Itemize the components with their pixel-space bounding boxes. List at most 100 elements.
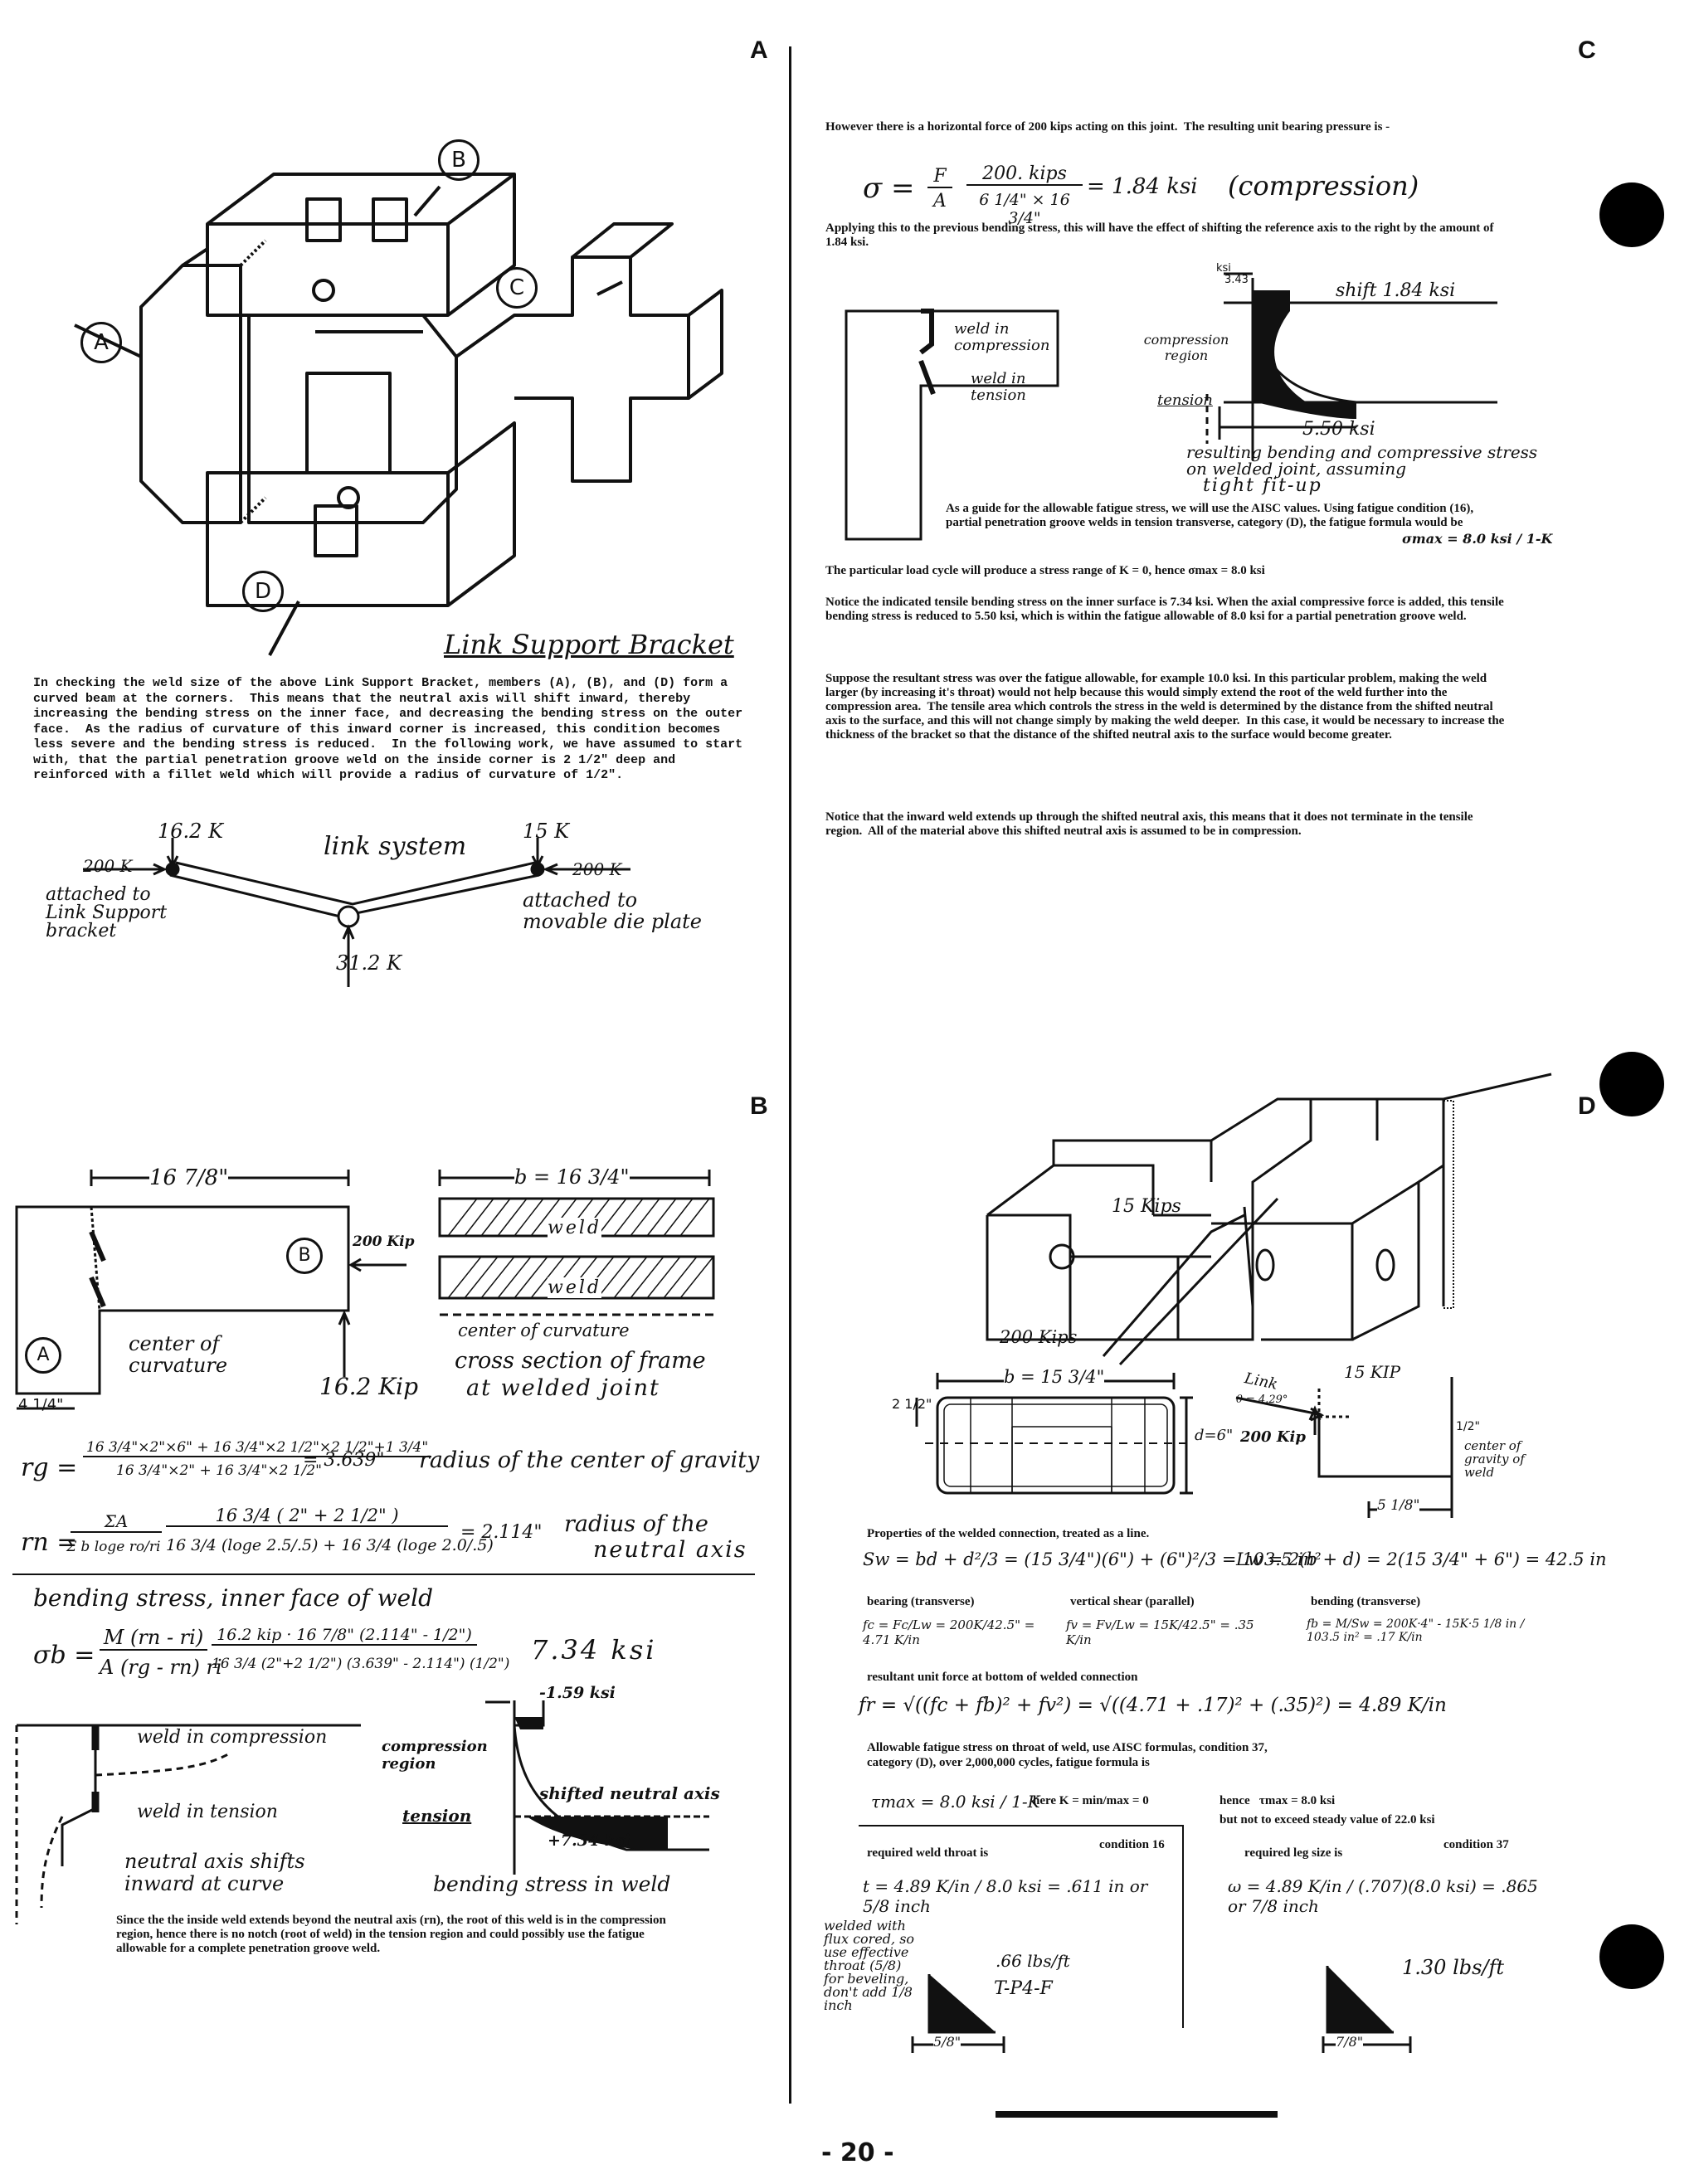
d-fr-equation: fr = √((fc + fb)² + fv²) = √((4.71 + .17… — [859, 1695, 1447, 1716]
weld-compression-label: weld in compression — [137, 1727, 328, 1748]
resulting-stress-2: on welded joint, assuming — [1186, 459, 1407, 479]
member-b-callout: B — [286, 1238, 323, 1274]
callout-b: B — [438, 139, 480, 181]
d-allowable-2: category (D), over 2,000,000 cycles, fat… — [867, 1756, 1150, 1769]
d-b-dim: b = 15 3/4" — [1004, 1367, 1105, 1387]
eq-kips-top: 200. kips — [966, 163, 1083, 186]
link-right-horizontal: 200 K — [572, 859, 622, 879]
bracket-caption: Link Support Bracket — [444, 629, 734, 660]
d-66-lbs: .66 lbs/ft — [996, 1951, 1070, 1971]
shift-label: shift 1.84 ksi — [1336, 280, 1456, 301]
link-right-note: attached to movable die plate — [523, 888, 703, 933]
eq-sb-frac2-top: 16.2 kip · 16 7/8" (2.114" - 1/2") — [212, 1626, 477, 1646]
eq-kips-bot: 6 1/4" × 16 3/4" — [979, 191, 1070, 227]
eq-rn-frac1-top: ΣA — [71, 1511, 162, 1533]
d-not-exceed: but not to exceed steady value of 22.0 k… — [1219, 1813, 1435, 1826]
center-of-curvature-section: center of curvature — [458, 1321, 630, 1340]
d-f-bending: fb = M/Sw = 200K·4" - 15K·5 1/8 in / 103… — [1307, 1617, 1525, 1644]
stress-top-value: -1.59 ksi — [539, 1684, 616, 1702]
bottom-rule — [996, 2111, 1278, 2118]
tension-label: tension — [402, 1806, 472, 1826]
section-a-paragraph: In checking the weld size of the above L… — [33, 676, 751, 782]
link-left-horizontal: 200 K — [83, 856, 133, 876]
force-200-kip: 200 Kip — [353, 1233, 415, 1250]
d-tmax: τmax = 8.0 ksi / 1-K — [871, 1792, 1040, 1812]
link-left-note: attached to Link Support bracket — [46, 884, 168, 941]
d-lw-equation: Lw = 2(b + d) = 2(15 3/4" + 6") = 42.5 i… — [1236, 1549, 1607, 1569]
weld-tension-label: weld in tension — [137, 1802, 278, 1822]
c-weld-compression: weld in compression — [954, 320, 1050, 354]
eq-rg-note: radius of the center of gravity — [419, 1447, 760, 1473]
d-heading-shear: vertical shear (parallel) — [1070, 1595, 1195, 1608]
section-c-para-7: Notice that the inward weld extends up t… — [825, 810, 1477, 838]
link-right-force: 15 K — [523, 820, 570, 843]
eq-bearing-result: = 1.84 ksi — [1087, 174, 1198, 199]
eq-rn-result: = 2.114" — [460, 1522, 543, 1543]
section-c-stress-diagram — [845, 272, 1497, 541]
resulting-stress-3: tight fit-up — [1203, 475, 1322, 496]
d-welded-note: welded with flux cored, so use effective… — [824, 1918, 915, 2013]
d-130-lbs: 1.30 lbs/ft — [1402, 1956, 1505, 1979]
eq-rn-frac2-top: 16 3/4 ( 2" + 2 1/2" ) — [166, 1505, 448, 1527]
eq-sb-result: 7.34 ksi — [531, 1634, 657, 1666]
c-550-ksi: 5.50 ksi — [1302, 419, 1375, 440]
punch-hole-1 — [1599, 182, 1664, 247]
d-d-dim: d=6" — [1195, 1427, 1234, 1444]
section-c-para-3: As a guide for the allowable fatigue str… — [946, 502, 1477, 529]
neutral-axis-shift-1: neutral axis shifts — [124, 1850, 305, 1873]
d-box-divider — [1182, 1825, 1184, 2028]
d-condition-16: condition 16 — [1099, 1838, 1165, 1851]
section-c-para-2: Applying this to the previous bending st… — [825, 221, 1497, 249]
section-c-para-1: However there is a horizontal force of 2… — [825, 120, 1390, 134]
d-200-kips: 200 Kips — [1000, 1327, 1078, 1347]
corner-label-c: C — [1578, 36, 1596, 64]
eq-compression-note: (compression) — [1228, 170, 1419, 202]
bending-in-weld-label: bending stress in weld — [433, 1872, 671, 1896]
d-req-leg: required leg size is — [1244, 1846, 1343, 1860]
weld-label-top: weld — [548, 1218, 601, 1238]
section-c-para-6: Suppose the resultant stress was over th… — [825, 672, 1508, 742]
top-small-value: 3.43 — [1224, 274, 1249, 286]
d-req-throat: required weld throat is — [867, 1846, 989, 1860]
ksi-top-small: ksi — [1216, 262, 1231, 275]
d-resultant-heading: resultant unit force at bottom of welded… — [867, 1671, 1138, 1684]
link-system-title: link system — [324, 832, 467, 861]
d-allowable-1: Allowable fatigue stress on throat of we… — [867, 1741, 1268, 1754]
force-16-kip: 16.2 Kip — [319, 1373, 419, 1400]
bending-heading: bending stress, inner face of weld — [33, 1584, 434, 1612]
section-b-paragraph: Since the the inside weld extends beyond… — [116, 1914, 669, 1955]
eq-underline — [12, 1574, 755, 1575]
link-bottom-force: 31.2 K — [336, 951, 402, 975]
eq-f-over-a-top: F — [927, 166, 952, 188]
d-15-kips: 15 Kips — [1112, 1196, 1181, 1217]
callout-a: A — [80, 322, 122, 363]
corner-label-a: A — [750, 36, 768, 64]
eq-rn-frac1-bot: Σ b loge ro/ri — [66, 1539, 161, 1555]
eq-rn-note-2: neutral axis — [593, 1537, 747, 1563]
compression-region-label: compression region — [382, 1738, 488, 1773]
section-caption-1: cross section of frame — [455, 1348, 706, 1374]
dim-b-width: b = 16 3/4" — [514, 1165, 630, 1189]
corner-label-b: B — [750, 1092, 768, 1120]
d-hence: hence τmax = 8.0 ksi — [1219, 1794, 1336, 1807]
c-compression-region: compression region — [1143, 332, 1229, 363]
d-7-8-dim: 7/8" — [1336, 2034, 1364, 2050]
center-of-curvature-label: center of curvature — [129, 1332, 228, 1377]
d-f-bearing: fc = Fc/Lw = 200K/42.5" = 4.71 K/in — [863, 1617, 1035, 1647]
weld-label-bottom: weld — [548, 1277, 601, 1298]
center-divider — [789, 46, 791, 2104]
neutral-axis-shift-2: inward at curve — [124, 1872, 285, 1895]
eq-rg-denominator: 16 3/4"×2" + 16 3/4"×2 1/2" — [116, 1462, 323, 1479]
section-c-para-5: Notice the indicated tensile bending str… — [825, 596, 1507, 623]
eq-sigma-lhs: σ = — [863, 172, 915, 205]
eq-rn-lhs: rn = — [21, 1528, 78, 1557]
d-leg-equation: ω = 4.89 K/in / (.707)(8.0 ksi) = .865 o… — [1228, 1876, 1538, 1916]
eq-rg-numerator: 16 3/4"×2"×6" + 16 3/4"×2 1/2"×2 1/2"+1 … — [83, 1439, 432, 1457]
d-heading-bending: bending (transverse) — [1311, 1595, 1421, 1608]
d-5-8-dim: 5/8" — [933, 2034, 961, 2050]
resulting-stress-1: resulting bending and compressive stress — [1186, 442, 1538, 462]
stress-bottom-value: +7.34 ksi — [548, 1831, 630, 1850]
eq-sb-lhs: σb = — [33, 1641, 95, 1670]
corner-label-d: D — [1578, 1092, 1596, 1120]
callout-d: D — [242, 571, 284, 612]
